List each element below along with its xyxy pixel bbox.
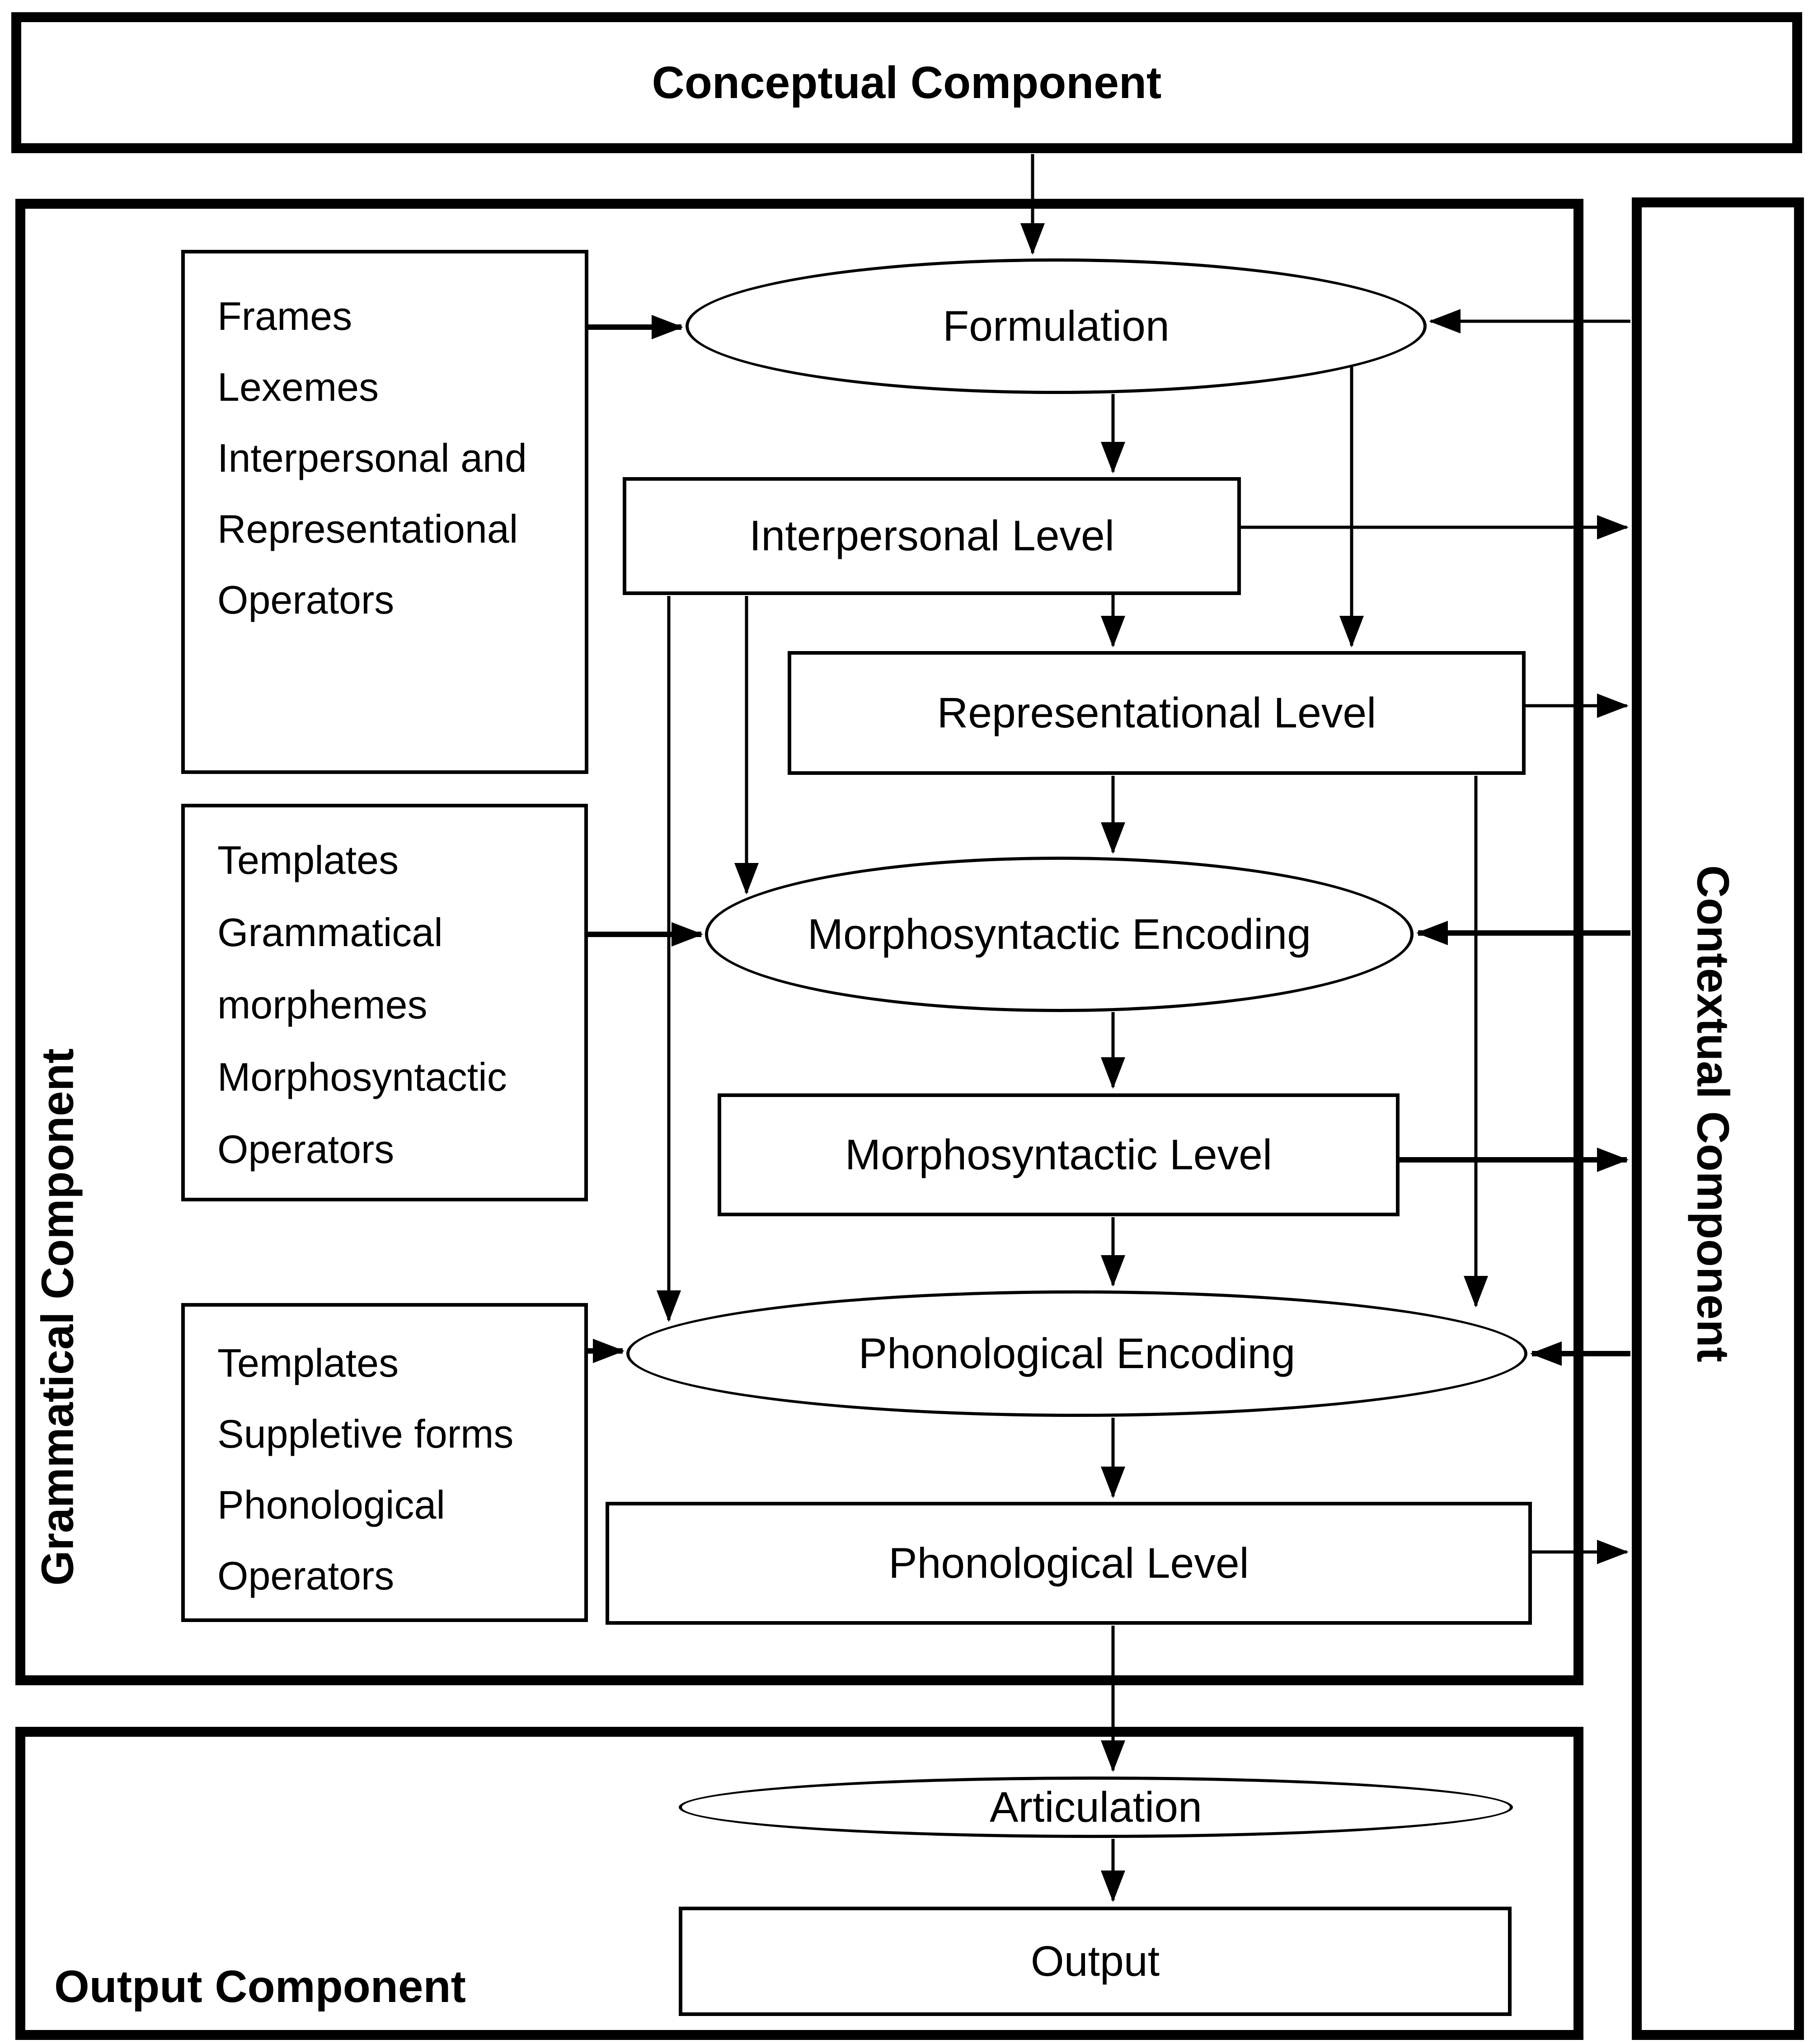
interpersonal-level-box: Interpersonal Level [623, 477, 1241, 595]
primitives-formulation-box: Frames Lexemes Interpersonal and Represe… [181, 250, 588, 774]
morphosyntactic-encoding-label: Morphosyntactic Encoding [807, 910, 1311, 958]
primitives-line: Templates [217, 838, 399, 882]
primitives-line: Interpersonal and [217, 436, 527, 480]
output-component-title: Output Component [54, 1961, 466, 2012]
contextual-component-title: Contextual Component [1687, 865, 1738, 1362]
primitives-phonological-box: Templates Suppletive forms Phonological … [181, 1303, 588, 1622]
articulation-label: Articulation [990, 1783, 1202, 1831]
morphosyntactic-level-label: Morphosyntactic Level [845, 1130, 1273, 1179]
primitives-line: morphemes [217, 982, 427, 1027]
primitives-line: Operators [217, 577, 395, 622]
primitives-line: Frames [217, 294, 352, 338]
primitives-line: Phonological [217, 1482, 445, 1527]
primitives-line: Suppletive forms [217, 1411, 514, 1456]
output-label: Output [1030, 1937, 1160, 1985]
phonological-level-label: Phonological Level [888, 1539, 1249, 1587]
primitives-morphosyntactic-box: Templates Grammatical morphemes Morphosy… [181, 804, 588, 1201]
phonological-encoding-label: Phonological Encoding [858, 1329, 1296, 1378]
representational-level-label: Representational Level [937, 689, 1376, 737]
morphosyntactic-level-box: Morphosyntactic Level [718, 1093, 1400, 1216]
primitives-line: Grammatical [217, 910, 443, 955]
conceptual-component-box: Conceptual Component [11, 12, 1802, 153]
articulation-ellipse: Articulation [679, 1777, 1513, 1838]
formulation-ellipse: Formulation [686, 258, 1427, 394]
primitives-line: Operators [217, 1127, 395, 1172]
grammatical-component-title: Grammatical Component [32, 1048, 83, 1586]
conceptual-component-title: Conceptual Component [652, 57, 1162, 108]
primitives-line: Representational [217, 506, 518, 551]
primitives-line: Operators [217, 1553, 395, 1598]
primitives-line: Templates [217, 1341, 399, 1385]
formulation-label: Formulation [943, 302, 1170, 350]
primitives-line: Morphosyntactic [217, 1055, 507, 1099]
phonological-encoding-ellipse: Phonological Encoding [626, 1290, 1527, 1417]
morphosyntactic-encoding-ellipse: Morphosyntactic Encoding [705, 857, 1414, 1012]
output-box: Output [679, 1907, 1512, 2016]
phonological-level-box: Phonological Level [606, 1502, 1532, 1625]
contextual-component-box [1632, 197, 1804, 2040]
primitives-line: Lexemes [217, 365, 379, 409]
representational-level-box: Representational Level [788, 651, 1526, 775]
interpersonal-level-label: Interpersonal Level [749, 512, 1114, 560]
